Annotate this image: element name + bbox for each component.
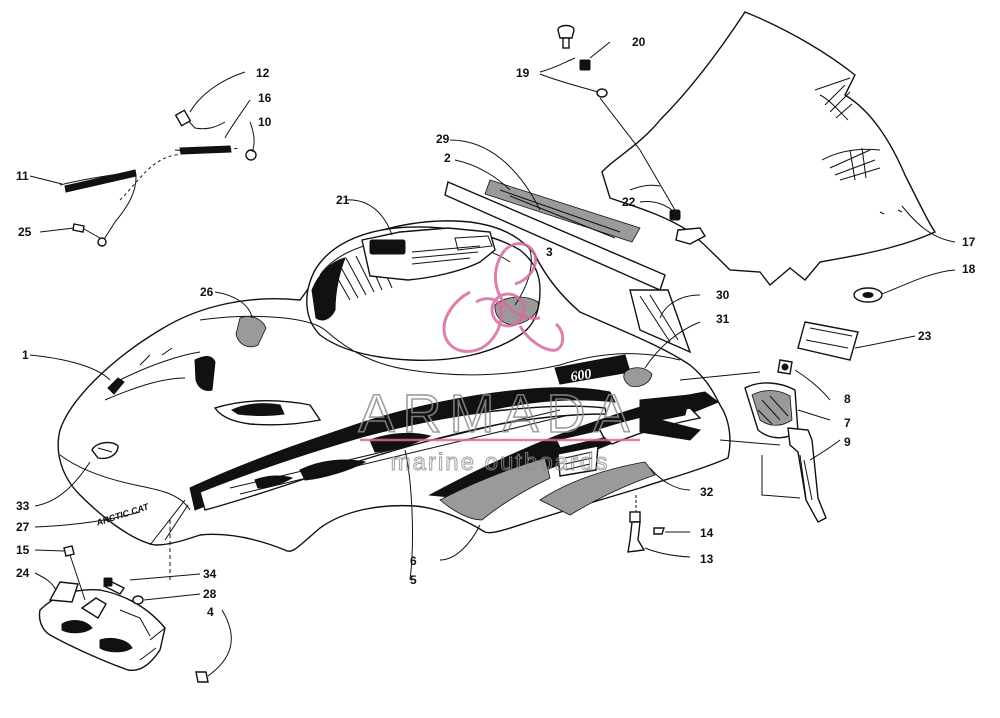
callout-18: 18 — [962, 262, 976, 276]
watermark-logo-icon — [442, 242, 565, 353]
callout-16: 16 — [258, 91, 272, 105]
watermark-subtitle: marine outboards — [391, 449, 610, 476]
callout-8: 8 — [844, 392, 851, 406]
hood-latch-bracket — [627, 495, 665, 553]
screw-8 — [777, 359, 793, 375]
watermark-title: ARMADA — [358, 384, 637, 444]
bracket-9 — [787, 427, 827, 523]
callout-24: 24 — [16, 566, 30, 580]
fasteners — [63, 520, 209, 683]
decal-30 — [629, 289, 692, 354]
callout-4: 4 — [207, 605, 214, 619]
hood: 600 ARCTIC CAT — [57, 220, 731, 552]
windshield-clip — [639, 149, 706, 245]
callout-34: 34 — [203, 567, 217, 581]
callout-22: 22 — [622, 195, 636, 209]
callout-30: 30 — [716, 288, 730, 302]
callout-31: 31 — [716, 312, 730, 326]
decal-strip — [444, 179, 666, 291]
callout-25: 25 — [18, 225, 32, 239]
cable-assembly — [59, 109, 257, 247]
callout-2: 2 — [444, 151, 451, 165]
callout-21: 21 — [336, 193, 350, 207]
callout-5: 5 — [410, 573, 417, 587]
callout-33: 33 — [16, 499, 30, 513]
callout-6: 6 — [410, 554, 417, 568]
callout-26: 26 — [200, 285, 214, 299]
callout-1: 1 — [22, 348, 29, 362]
callout-20: 20 — [632, 35, 646, 49]
windshield — [601, 11, 937, 287]
callout-10: 10 — [258, 115, 272, 129]
callout-12: 12 — [256, 66, 270, 80]
callout-15: 15 — [16, 543, 30, 557]
callout-19: 19 — [516, 66, 530, 80]
windshield-rivets — [557, 24, 641, 151]
callout-14: 14 — [700, 526, 714, 540]
callout-32: 32 — [700, 485, 714, 499]
callout-11: 11 — [16, 169, 29, 183]
callout-29: 29 — [436, 132, 450, 146]
callout-13: 13 — [700, 552, 714, 566]
decal-23 — [797, 321, 859, 361]
callout-7: 7 — [844, 416, 851, 430]
callout-3: 3 — [546, 245, 553, 259]
model-decal: 600 — [569, 367, 592, 385]
leader-lines — [29, 41, 956, 677]
callout-17: 17 — [962, 235, 976, 249]
watermark: ARMADA marine outboards — [358, 242, 640, 477]
vent — [744, 382, 799, 439]
callout-28: 28 — [203, 587, 217, 601]
front-skid-plate — [38, 581, 166, 672]
callout-labels: 1 2 3 4 5 6 7 8 9 10 11 12 13 14 15 16 1… — [16, 35, 976, 619]
callout-9: 9 — [844, 435, 851, 449]
callout-23: 23 — [918, 329, 932, 343]
callout-27: 27 — [16, 520, 30, 534]
grommet — [853, 287, 883, 303]
